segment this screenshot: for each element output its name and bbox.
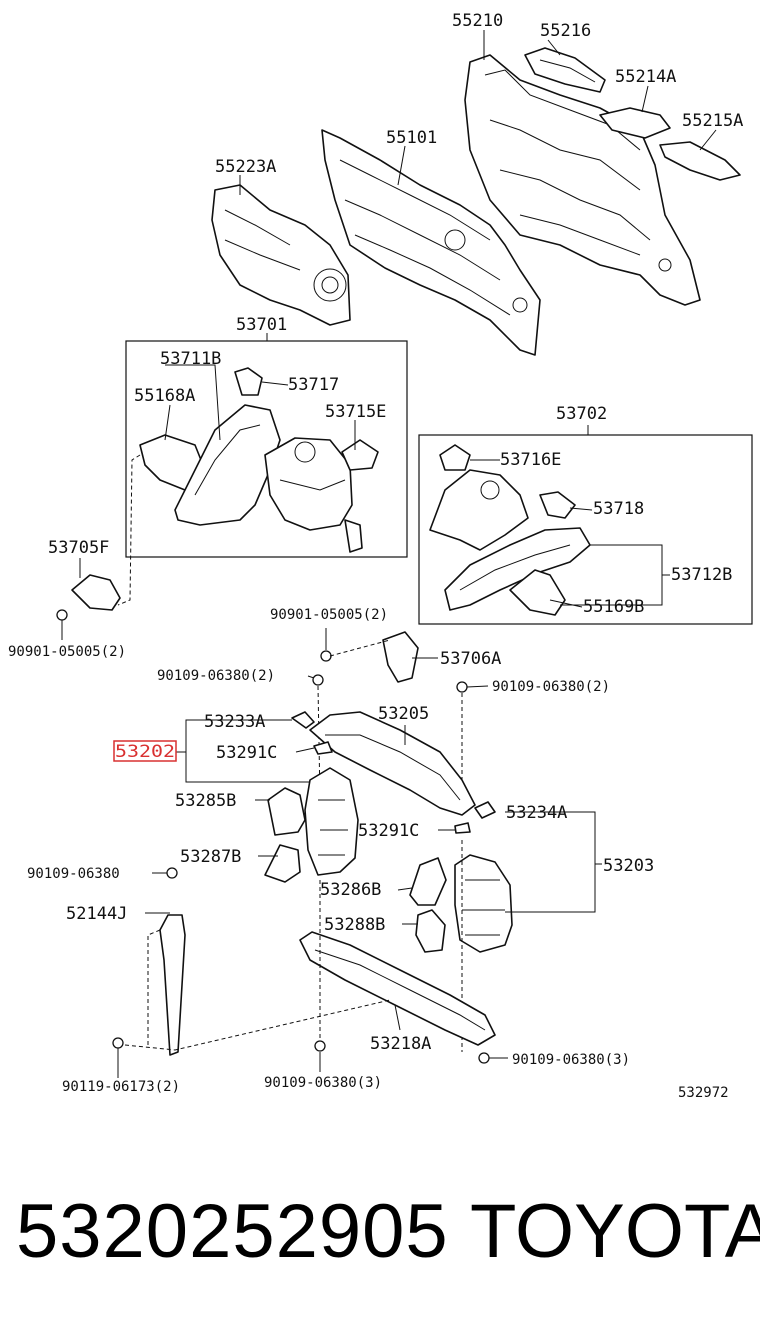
label-55216: 55216 — [540, 21, 591, 41]
dash-panel-55101 — [321, 129, 541, 356]
label-55168A: 55168A — [134, 386, 195, 406]
assembly-box-53702 — [418, 434, 753, 625]
label-53285B: 53285B — [175, 791, 236, 811]
part-labels: 55210 55216 55214A 55215A 55101 55223A 5… — [8, 11, 743, 1101]
label-53715E: 53715E — [325, 402, 386, 422]
side-support-53203 — [454, 854, 513, 953]
label-90901-left: 90901-05005(2) — [8, 644, 126, 660]
bracket-53706A — [382, 631, 419, 683]
label-53203: 53203 — [603, 856, 654, 876]
label-53705F: 53705F — [48, 538, 109, 558]
leader-lines — [61, 30, 717, 1078]
label-53291C-a: 53291C — [216, 743, 277, 763]
label-53202-highlighted: 53202 — [115, 742, 175, 762]
label-53286B: 53286B — [320, 880, 381, 900]
bolt-90109-top-left — [312, 674, 324, 686]
label-90109-top-right: 90109-06380(2) — [492, 679, 610, 695]
bracket-53234A — [474, 801, 496, 819]
strut-tower-53701 — [264, 437, 363, 553]
seal-53285B — [267, 787, 306, 836]
strut-tower-53702 — [429, 469, 529, 551]
label-53288B: 53288B — [324, 915, 385, 935]
silencer-55215A — [659, 141, 741, 181]
seal-53286B — [409, 857, 447, 906]
reference-code: 532972 — [678, 1085, 729, 1101]
label-53291C-b: 53291C — [358, 821, 419, 841]
label-55169B: 55169B — [583, 597, 644, 617]
label-53712B: 53712B — [671, 565, 732, 585]
label-90119: 90119-06173(2) — [62, 1079, 180, 1095]
side-support-53202 — [304, 767, 359, 876]
bolt-90109-bottom-mid — [314, 1040, 326, 1052]
label-90109-bottom-right: 90109-06380(3) — [512, 1052, 630, 1068]
bolt-90901-left — [56, 609, 68, 621]
label-52144J: 52144J — [66, 904, 127, 924]
silencer-55216 — [524, 47, 606, 93]
label-53711B: 53711B — [160, 349, 221, 369]
label-55215A: 55215A — [682, 111, 743, 131]
seal-53287B — [264, 844, 301, 883]
label-90901-mid: 90901-05005(2) — [270, 607, 388, 623]
dash-insulator-55223A — [211, 184, 351, 326]
label-53287B: 53287B — [180, 847, 241, 867]
silencer-55214A — [599, 107, 671, 139]
label-55101: 55101 — [386, 128, 437, 148]
label-53702: 53702 — [556, 404, 607, 424]
bolt-90109-bottom-right — [478, 1052, 490, 1064]
bolt-90901-mid — [320, 650, 332, 662]
label-55214A: 55214A — [615, 67, 676, 87]
fastener-guide-53705F — [117, 454, 141, 606]
support-upper-53205 — [309, 711, 476, 816]
label-53706A: 53706A — [440, 649, 501, 669]
support-lower-53218A — [299, 931, 496, 1046]
apron-53712B — [444, 527, 591, 611]
bolt-90109-top-right — [456, 681, 468, 693]
bracket-53715E — [341, 439, 379, 471]
label-90109-top-left: 90109-06380(2) — [157, 668, 275, 684]
retainer-53291C-a — [313, 741, 333, 755]
label-53218A: 53218A — [370, 1034, 431, 1054]
caption-part-number: 5320252905 — [16, 1189, 449, 1274]
guide-top-left — [317, 685, 321, 801]
bracket-53718 — [539, 491, 576, 519]
guide-52144J — [147, 929, 161, 1045]
guide-53706A — [329, 639, 391, 657]
apron-55169B — [509, 569, 566, 616]
highlight-box-53202 — [113, 740, 177, 762]
label-53718: 53718 — [593, 499, 644, 519]
seal-53288B — [415, 909, 446, 953]
label-90109-single: 90109-06380 — [27, 866, 120, 882]
guide-lower-left — [124, 999, 391, 1051]
label-53717: 53717 — [288, 375, 339, 395]
label-53234A: 53234A — [506, 803, 567, 823]
label-53233A: 53233A — [204, 712, 265, 732]
support-52144J — [159, 914, 186, 1056]
label-53205: 53205 — [378, 704, 429, 724]
retainer-53291C-b — [454, 822, 471, 834]
bolt-90109-single — [166, 867, 178, 879]
bolt-90119 — [112, 1037, 124, 1049]
label-90109-bottom-mid: 90109-06380(3) — [264, 1075, 382, 1091]
label-53716E: 53716E — [500, 450, 561, 470]
bracket-53716E — [439, 444, 471, 471]
bracket-53717 — [234, 367, 263, 396]
dash-insulator-55210 — [464, 54, 701, 306]
caption-brand: TOYOTA — [470, 1189, 760, 1274]
bracket-53705F — [71, 574, 121, 611]
label-55223A: 55223A — [215, 157, 276, 177]
label-53701: 53701 — [236, 315, 287, 335]
bracket-53233A — [291, 711, 315, 729]
label-55210: 55210 — [452, 11, 503, 31]
caption-bar: 5320252905 TOYOTA — [0, 1180, 760, 1290]
